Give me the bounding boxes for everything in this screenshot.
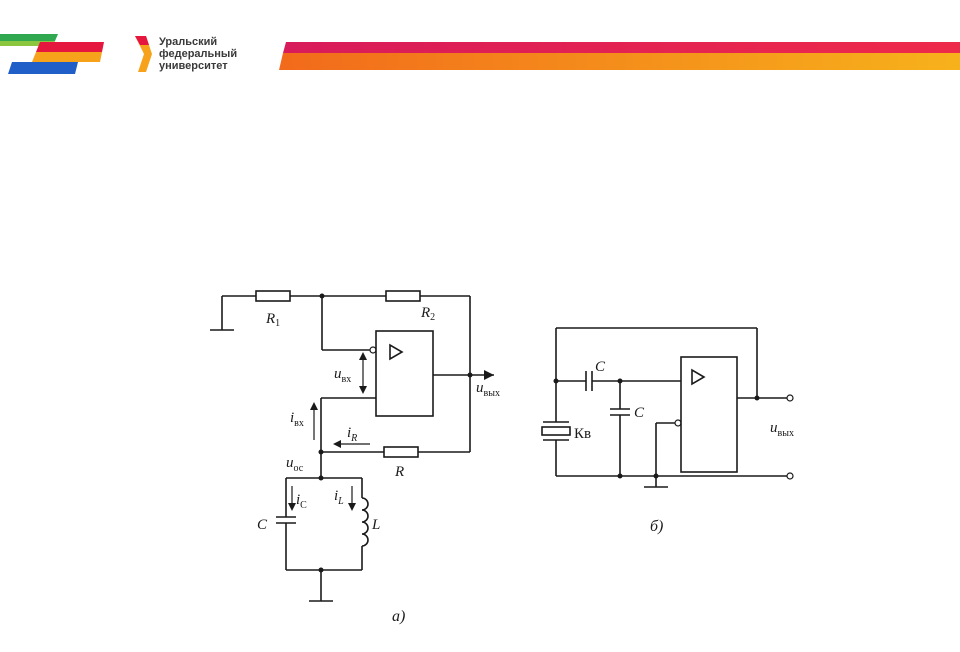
university-name-line1: Уральский (159, 36, 217, 48)
label-l: L (371, 517, 380, 533)
caption-b: б) (650, 518, 663, 535)
stripe-green (0, 34, 58, 41)
circuit-b: C C Кв uвых б) (541, 327, 794, 535)
op-amp-a-symbol (389, 343, 404, 361)
stripe-orange-left (32, 52, 102, 62)
label-u-out-b: uвых (770, 420, 794, 439)
stripe-red-left (36, 42, 104, 52)
resistor-r (383, 446, 419, 458)
label-u-in: uвх (334, 366, 351, 385)
band-red (283, 42, 960, 53)
resistor-r2 (385, 290, 421, 302)
op-amp-b (680, 356, 738, 473)
label-kv: Кв (574, 426, 591, 442)
crystal-kv (541, 426, 571, 436)
label-r: R (394, 464, 404, 480)
university-name-line3: университет (159, 60, 228, 72)
label-u-out: uвых (476, 380, 500, 399)
label-r2: R2 (420, 305, 435, 323)
label-c: C (257, 517, 268, 533)
label-i-l: iL (334, 488, 344, 507)
label-i-c: iC (296, 492, 307, 511)
label-u-fb: uос (286, 455, 304, 474)
university-logo-icon-red (135, 36, 149, 45)
label-i-r: iR (347, 425, 357, 444)
op-amp-b-symbol (691, 368, 706, 386)
caption-a: а) (392, 608, 405, 625)
stripe-blue (8, 62, 78, 74)
band-orange (279, 53, 960, 70)
label-r1: R1 (265, 311, 280, 329)
resistor-r1 (255, 290, 291, 302)
op-amp-a (375, 330, 434, 417)
university-name-line2: федеральный (159, 48, 237, 60)
circuit-a: R1 R2 R uвх uвых iвх iR uос iC iL C L а) (210, 290, 500, 625)
label-c-shunt: C (634, 405, 645, 421)
label-c-series: C (595, 359, 606, 375)
header-banner: Уральский федеральный университет (0, 34, 960, 74)
inductor-l (361, 497, 369, 547)
label-i-in: iвх (290, 410, 304, 429)
